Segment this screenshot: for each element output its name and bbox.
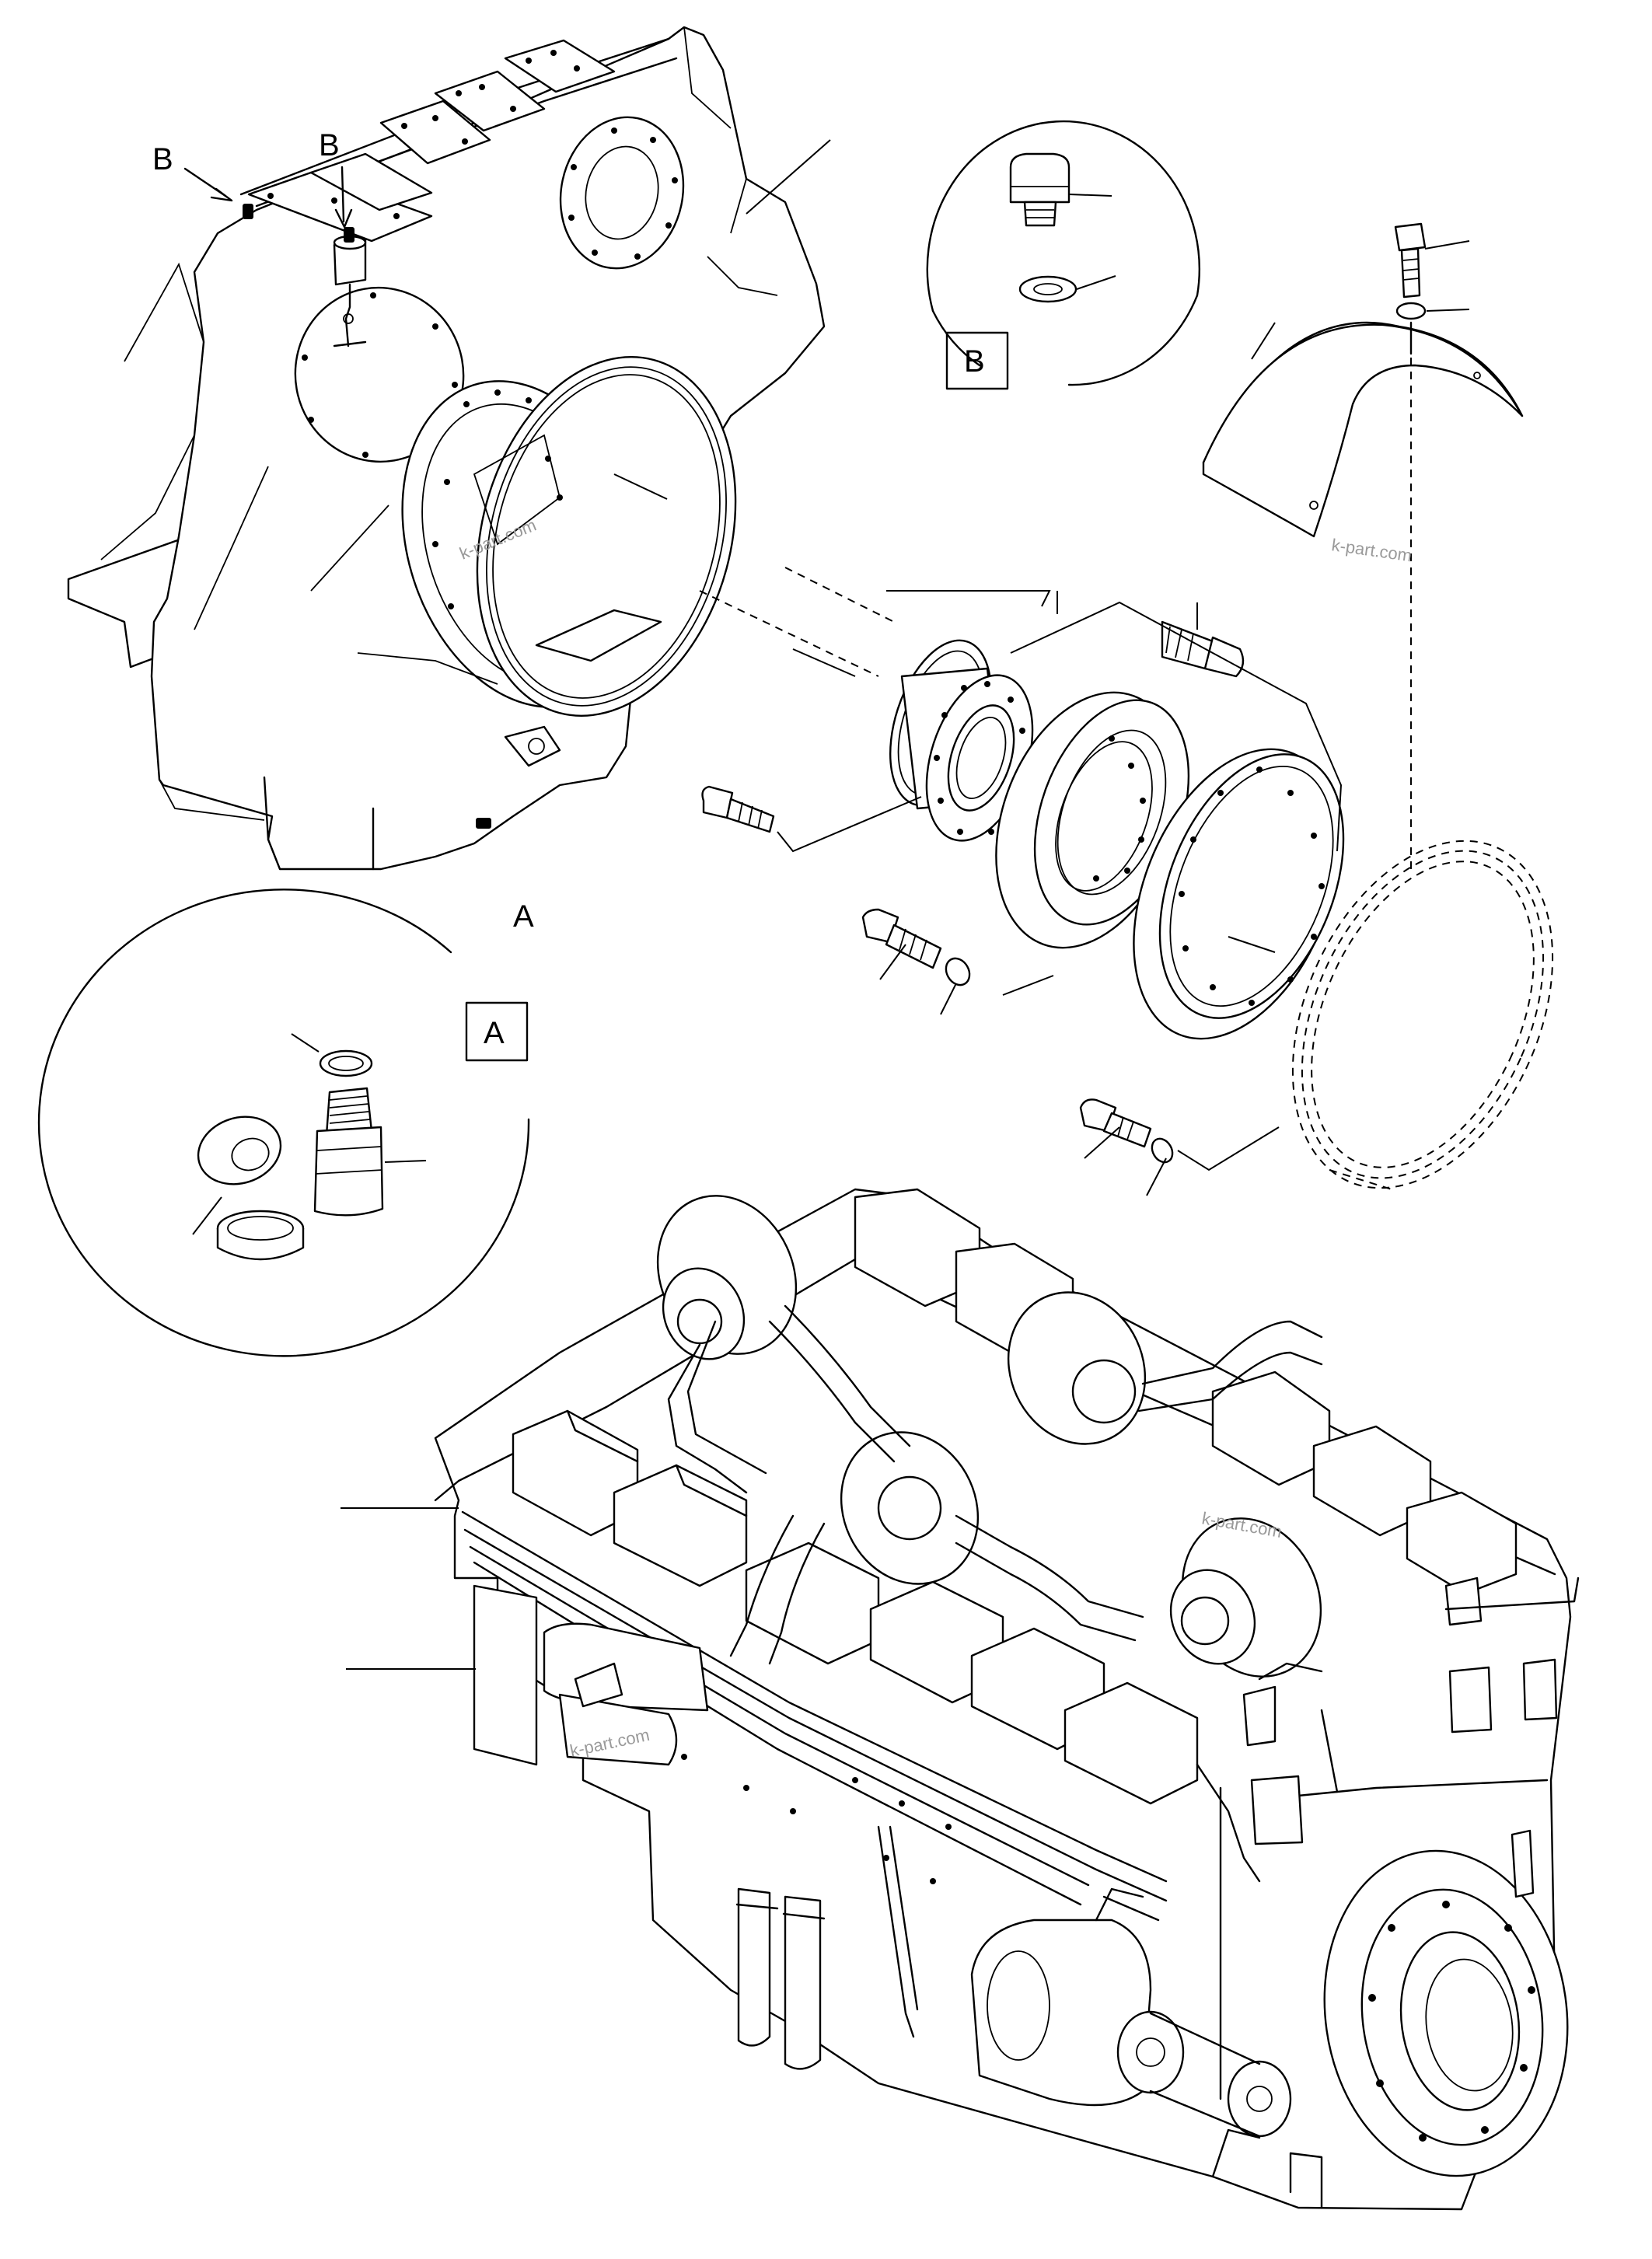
- callout-label-b-left: B: [152, 142, 173, 176]
- detail-b-circle: [926, 120, 1201, 386]
- leader-flange-ring: [613, 473, 668, 500]
- detail-a-box: [465, 1001, 529, 1062]
- detail-b-box: [945, 331, 1009, 390]
- leader-housing: [746, 139, 831, 215]
- engine-assembly: [341, 1188, 1580, 2211]
- detail-a-label: A: [484, 1016, 505, 1050]
- detail-a-circle: [37, 889, 530, 1357]
- flywheel-housing: [67, 26, 826, 871]
- exploded-parts: [699, 567, 1554, 1196]
- callout-label-a: A: [513, 899, 534, 934]
- cover-sheet: [1202, 222, 1524, 707]
- callout-label-b-right: B: [319, 128, 340, 162]
- detail-b-label: B: [964, 344, 985, 379]
- watermark-2: k-part.com: [1330, 535, 1413, 565]
